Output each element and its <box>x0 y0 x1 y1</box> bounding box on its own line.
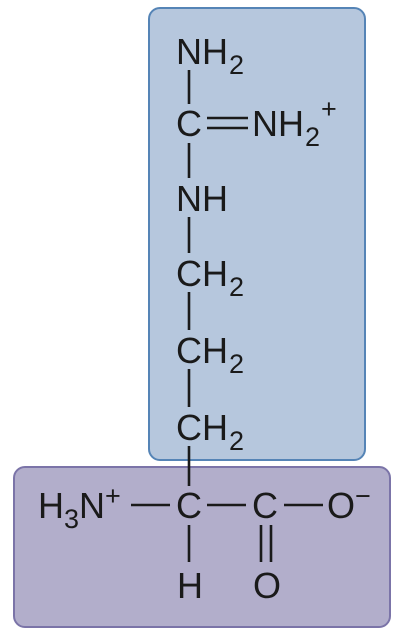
atom-nh: NH <box>176 178 228 219</box>
atom-ch2-1: CH2 <box>176 253 244 302</box>
atom-carboxylate-o: O− <box>327 481 371 526</box>
side-chain-box <box>148 7 366 461</box>
atom-carbonyl-o: O <box>253 565 281 606</box>
atom-alpha-c: C <box>176 485 202 526</box>
atom-carboxyl-c: C <box>252 485 278 526</box>
backbone-box <box>13 466 391 628</box>
atom-ch2-2: CH2 <box>176 330 244 379</box>
atom-nh2-terminal: NH2 <box>176 31 244 80</box>
atom-amino-group: H3N+ <box>38 481 121 534</box>
atom-guanidino-c: C <box>176 103 202 144</box>
atom-alpha-h: H <box>177 565 203 606</box>
bonds <box>131 70 323 562</box>
atom-ch2-3: CH2 <box>176 407 244 456</box>
atom-nh2-plus: NH2+ <box>252 94 337 152</box>
